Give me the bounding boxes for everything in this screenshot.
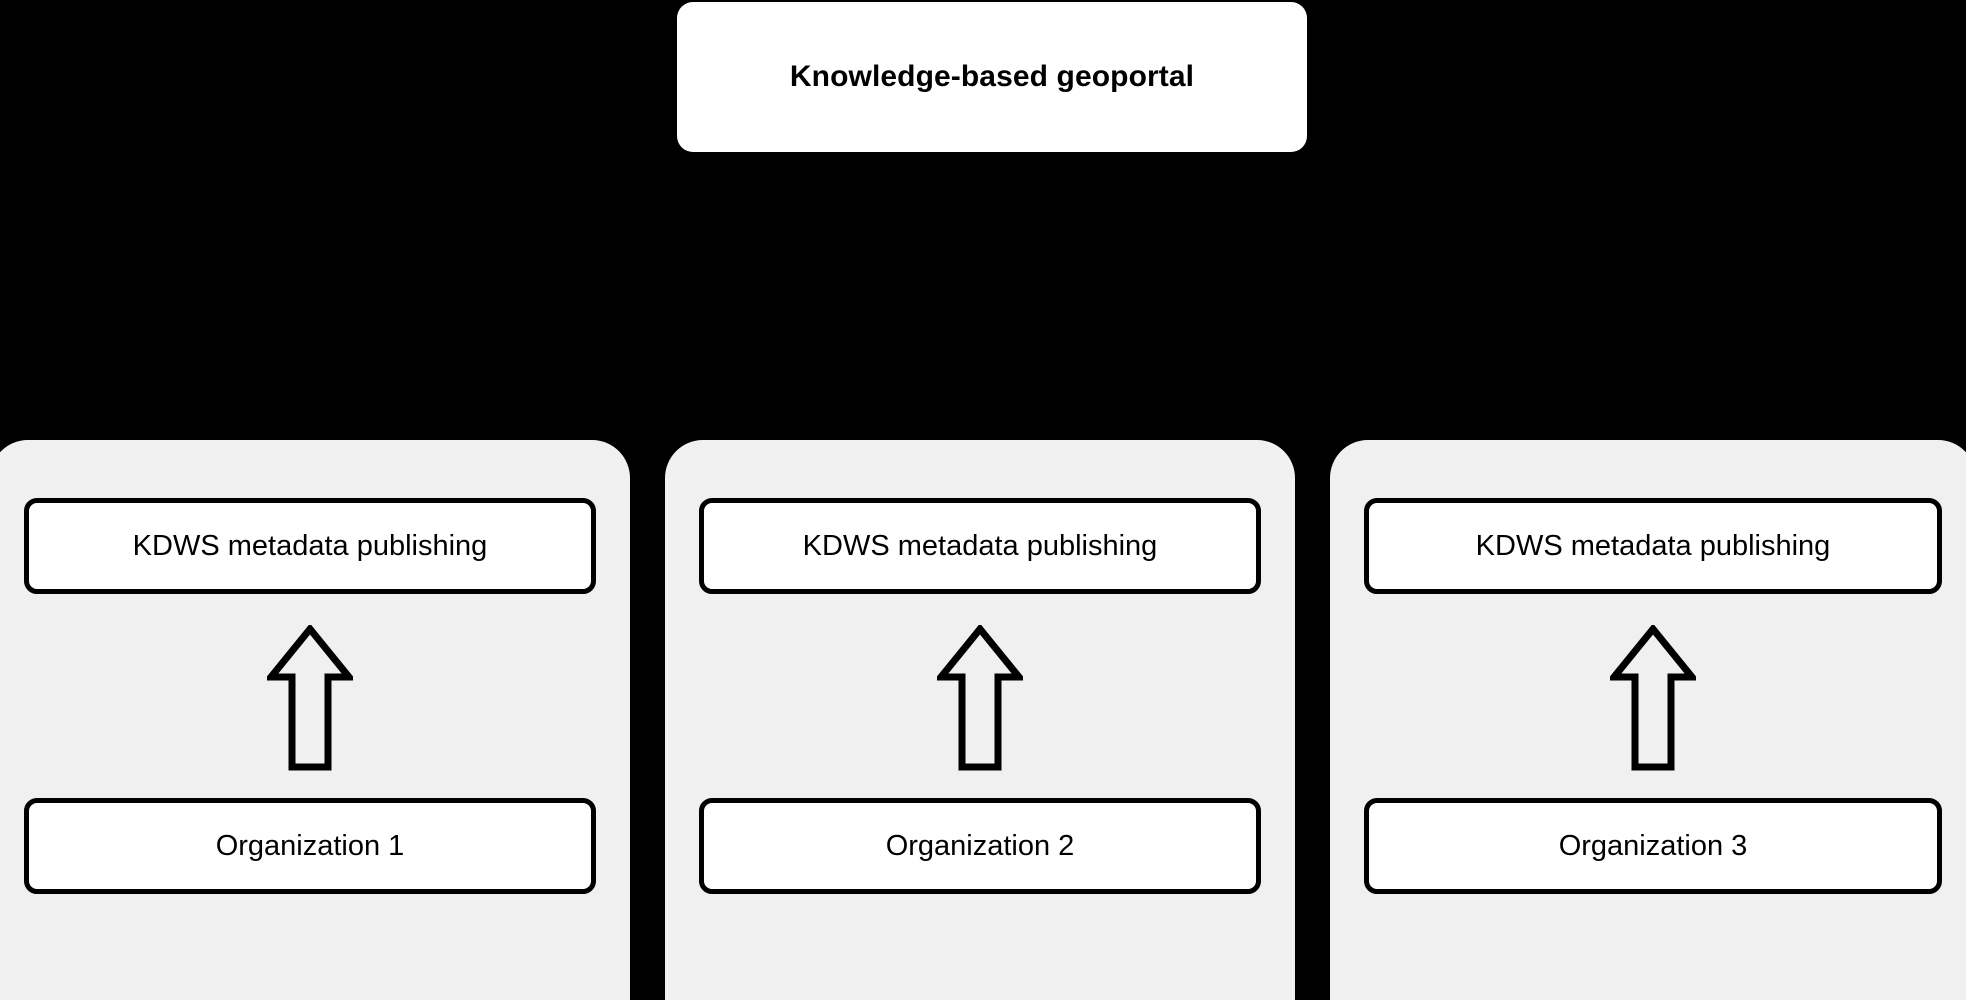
organization-node-1[interactable]: Organization 1	[24, 798, 596, 894]
kdws-metadata-publishing-node-3[interactable]: KDWS metadata publishing	[1364, 498, 1942, 594]
organization-panel-1[interactable]: KDWS metadata publishing Organization 1	[0, 440, 630, 1000]
kdws-metadata-publishing-label: KDWS metadata publishing	[132, 529, 488, 562]
organization-node-2[interactable]: Organization 2	[699, 798, 1261, 894]
kdws-metadata-publishing-node-2[interactable]: KDWS metadata publishing	[699, 498, 1261, 594]
kdws-metadata-publishing-node-1[interactable]: KDWS metadata publishing	[24, 498, 596, 594]
kdws-metadata-publishing-label: KDWS metadata publishing	[802, 529, 1158, 562]
organization-node-3[interactable]: Organization 3	[1364, 798, 1942, 894]
organization-label: Organization 1	[215, 829, 405, 862]
arrow-up-icon	[937, 625, 1023, 771]
organization-panel-2[interactable]: KDWS metadata publishing Organization 2	[665, 440, 1295, 1000]
knowledge-based-geoportal-node[interactable]: Knowledge-based geoportal	[677, 2, 1307, 152]
arrow-up-icon	[1610, 625, 1696, 771]
organization-label: Organization 2	[885, 829, 1075, 862]
kdws-metadata-publishing-label: KDWS metadata publishing	[1475, 529, 1831, 562]
arrow-up-icon	[267, 625, 353, 771]
organization-label: Organization 3	[1558, 829, 1748, 862]
organization-panel-3[interactable]: KDWS metadata publishing Organization 3	[1330, 440, 1966, 1000]
page-title: Knowledge-based geoportal	[789, 60, 1195, 93]
